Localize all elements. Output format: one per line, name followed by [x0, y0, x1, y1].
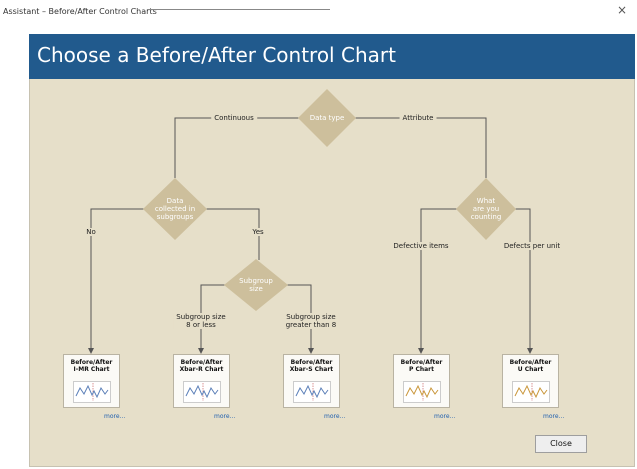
- sparkline: [185, 384, 219, 399]
- subgroups-q-line1: Data: [166, 197, 184, 205]
- subgroup-size-question: Subgroup size: [239, 277, 273, 293]
- subgroup-size-line1: Subgroup: [239, 277, 273, 285]
- yes-label: Yes: [249, 228, 267, 236]
- subgroups-q-line3: subgroups: [156, 213, 194, 221]
- card-title-line1: Before/After: [180, 359, 223, 366]
- counting-line1: What: [476, 197, 496, 205]
- chart-thumbnail-icon: [183, 381, 221, 403]
- thumb-svg: [75, 383, 109, 401]
- size-gt-8-label: Subgroup size greater than 8: [282, 313, 340, 329]
- more-link-xbar-s[interactable]: more...: [324, 413, 346, 420]
- diamond-counting: [456, 178, 516, 240]
- card-title-line1: Before/After: [70, 359, 113, 366]
- data-type-text: Data type: [309, 114, 345, 122]
- more-link-xbar-r[interactable]: more...: [214, 413, 236, 420]
- thumb-svg: [405, 383, 439, 401]
- title-underline: [147, 1, 330, 10]
- more-link-p[interactable]: more...: [434, 413, 456, 420]
- thumb-svg: [295, 383, 329, 401]
- card-title-line1: Before/After: [400, 359, 443, 366]
- connector-lines: [90, 117, 531, 352]
- diamond-data-type: [298, 89, 356, 147]
- dialog-header: Choose a Before/After Control Chart: [29, 34, 635, 79]
- card-title-line2: I-MR Chart: [73, 366, 110, 373]
- chart-thumbnail-icon: [403, 381, 441, 403]
- close-button[interactable]: Close: [535, 435, 587, 453]
- card-title-line1: Before/After: [509, 359, 552, 366]
- window-close-icon[interactable]: ×: [617, 3, 628, 17]
- chart-thumbnail-icon: [293, 381, 331, 403]
- no-label: No: [83, 228, 99, 236]
- size-8-line1: Subgroup size: [176, 313, 226, 321]
- card-title-line2: Xbar-R Chart: [179, 366, 224, 373]
- continuous-label: Continuous: [211, 114, 257, 122]
- size-gt8-line2: greater than 8: [285, 321, 337, 329]
- defective-items-label: Defective items: [390, 242, 452, 250]
- thumb-svg: [514, 383, 548, 401]
- more-link-imr[interactable]: more...: [104, 413, 126, 420]
- window-title: Assistant – Before/After Control Charts: [3, 7, 157, 16]
- thumb-svg: [185, 383, 219, 401]
- size-8-or-less-label: Subgroup size 8 or less: [173, 313, 229, 329]
- size-8-line2: 8 or less: [186, 321, 216, 329]
- subgroups-q-line2: collected in: [154, 205, 196, 213]
- size-gt8-line1: Subgroup size: [286, 313, 336, 321]
- counting-line3: counting: [470, 213, 502, 221]
- sparkline: [75, 384, 109, 399]
- counting-line2: are you: [472, 205, 500, 213]
- card-title-line2: U Chart: [517, 366, 544, 373]
- page-title: Choose a Before/After Control Chart: [37, 43, 396, 67]
- sparkline: [405, 384, 439, 399]
- card-title-line1: Before/After: [290, 359, 333, 366]
- title-bar: Assistant – Before/After Control Charts …: [0, 0, 637, 24]
- attribute-label: Attribute: [399, 114, 437, 122]
- diamond-subgroups: [143, 178, 207, 240]
- arrowheads: [88, 348, 533, 354]
- counting-question: What are you counting: [471, 197, 502, 221]
- subgroup-size-line2: size: [249, 285, 263, 293]
- subgroups-question: Data collected in subgroups: [155, 197, 195, 221]
- sparkline: [295, 384, 329, 399]
- defects-per-unit-label: Defects per unit: [500, 242, 564, 250]
- more-link-u[interactable]: more...: [543, 413, 565, 420]
- decision-diamonds: [143, 89, 516, 311]
- sparkline: [514, 384, 548, 399]
- card-title-line2: P Chart: [408, 366, 435, 373]
- card-title-line2: Xbar-S Chart: [289, 366, 334, 373]
- chart-thumbnail-icon: [73, 381, 111, 403]
- diamond-subgroup-size: [224, 259, 288, 311]
- chart-thumbnail-icon: [512, 381, 550, 403]
